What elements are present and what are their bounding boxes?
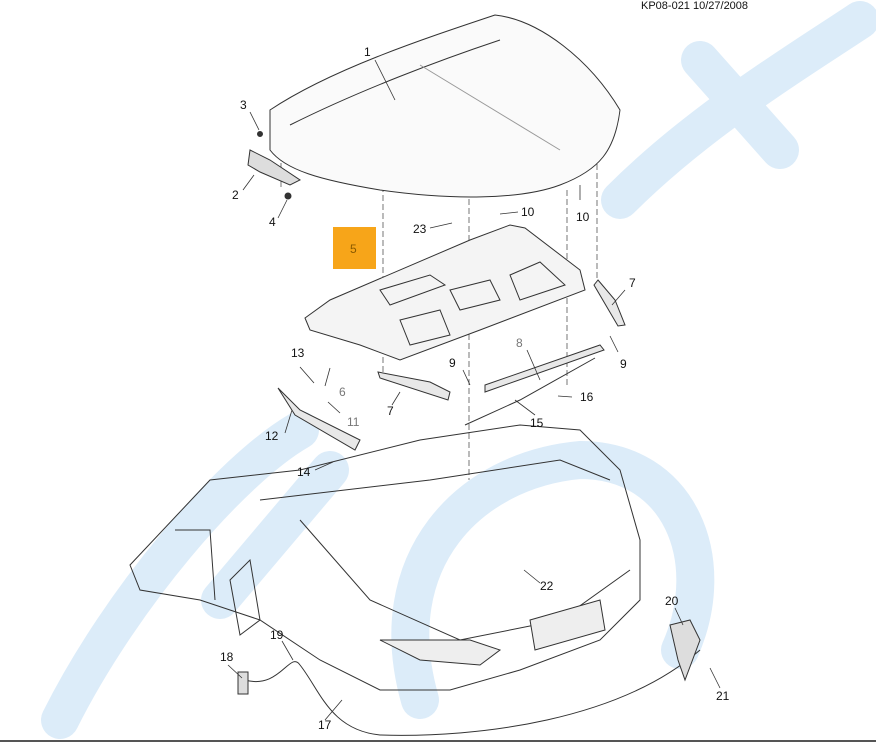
callout-10-center[interactable]: 10	[521, 205, 535, 219]
callout-9-center[interactable]: 9	[449, 356, 456, 370]
hood	[269, 14, 621, 198]
callout-18[interactable]: 18	[220, 650, 234, 664]
callout-15[interactable]: 15	[530, 416, 544, 430]
callout-13[interactable]: 13	[291, 346, 305, 360]
callout-2[interactable]: 2	[232, 188, 239, 202]
callout-9-right[interactable]: 9	[620, 357, 627, 371]
watermark	[41, 1, 876, 739]
callout-8[interactable]: 8	[516, 336, 523, 350]
bottom-rule	[0, 740, 876, 742]
highlight-label: 5	[350, 242, 357, 256]
leader-lines	[227, 59, 721, 721]
document-id: KP08-021 10/27/2008	[641, 0, 749, 12]
callout-20[interactable]: 20	[665, 594, 679, 608]
callout-1[interactable]: 1	[364, 45, 371, 59]
highlighted-part-5[interactable]: 5	[333, 227, 376, 269]
callout-16[interactable]: 16	[580, 390, 594, 404]
callout-21[interactable]: 21	[716, 689, 730, 703]
callout-19[interactable]: 19	[270, 628, 284, 642]
callout-3[interactable]: 3	[240, 98, 247, 112]
callout-10-right[interactable]: 10	[576, 210, 590, 224]
callout-23[interactable]: 23	[413, 222, 427, 236]
vehicle-front-end	[129, 424, 641, 691]
hood-insulator	[304, 224, 586, 361]
callout-7-left[interactable]: 7	[387, 404, 394, 418]
callout-14[interactable]: 14	[297, 465, 311, 479]
callout-17[interactable]: 17	[318, 718, 332, 732]
release-cable	[237, 619, 701, 736]
callout-4[interactable]: 4	[269, 215, 276, 229]
callout-22[interactable]: 22	[540, 579, 554, 593]
hood-hinge	[247, 131, 301, 200]
callout-6[interactable]: 6	[339, 385, 346, 399]
seal-strips	[277, 279, 626, 451]
callout-11[interactable]: 11	[347, 415, 360, 429]
callout-7-right[interactable]: 7	[629, 276, 636, 290]
callout-12[interactable]: 12	[265, 429, 279, 443]
